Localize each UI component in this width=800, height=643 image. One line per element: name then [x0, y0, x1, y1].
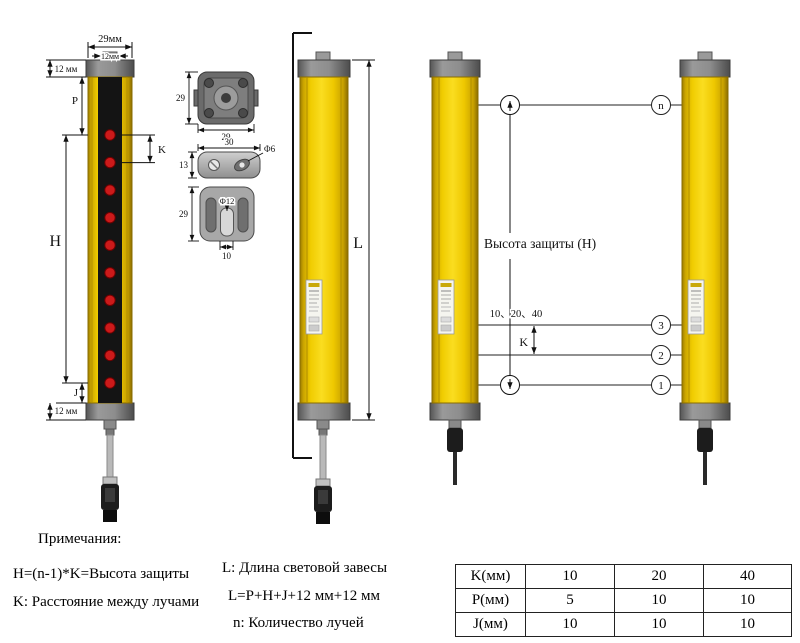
bracket3-height-label: 29 — [179, 209, 189, 219]
dim-12mm-cap-bottom-label: 12 мм — [55, 406, 78, 416]
cable-connector — [447, 419, 463, 485]
notes-title: Примечания: — [38, 531, 122, 547]
table-cell: 10 — [703, 588, 792, 613]
bracket-top-view — [193, 71, 259, 125]
dim-p-label: P — [72, 95, 78, 107]
beam-badge-3: 3 — [658, 320, 664, 332]
table-cell: 40 — [703, 564, 792, 589]
table-cell: 10 — [614, 588, 704, 613]
note-l-formula: L=P+H+J+12 мм+12 мм — [228, 588, 380, 604]
receiver-column — [679, 51, 731, 485]
table-cell: 10 — [614, 612, 704, 637]
beam-spacing-values-label: 10、20、40 — [490, 309, 543, 320]
cable-connector — [697, 419, 713, 485]
bracket3-hole-label: Φ12 — [220, 196, 235, 206]
dim-29mm-label: 29мм — [98, 34, 122, 45]
table-cell: 5 — [525, 588, 615, 613]
protection-height-dimension — [500, 95, 520, 395]
light-curtain-front-view — [297, 51, 351, 524]
emitter-column — [429, 51, 481, 485]
bracket-clamp-view — [197, 151, 261, 179]
bracket-plate-view — [199, 186, 255, 242]
beam-badge-n: n — [658, 100, 664, 112]
protection-height-label: Высота защиты (H) — [484, 236, 596, 251]
note-n-desc: n: Количество лучей — [233, 615, 364, 631]
dim-l-label: L — [353, 235, 363, 252]
dim-h-label: H — [49, 233, 61, 250]
length-dimension — [352, 59, 375, 421]
mounting-wall-line — [292, 32, 312, 459]
note-h-formula: H=(n-1)*K=Высота защиты — [13, 566, 190, 582]
note-l-desc: L: Длина световой завесы — [222, 560, 388, 576]
left-device-dimensions — [46, 42, 155, 421]
cable-connector — [314, 419, 332, 524]
bracket2-height-label: 13 — [179, 160, 189, 170]
table-cell: P(мм) — [455, 588, 526, 613]
beam-badge-2: 2 — [658, 350, 664, 362]
bracket3-slot-width-label: 10 — [222, 251, 232, 261]
table-cell: 10 — [525, 612, 615, 637]
table-row-p: P(мм) 5 10 10 — [455, 588, 792, 613]
dim-12mm-top-label: 12мм — [101, 52, 119, 61]
table-cell: 10 — [703, 612, 792, 637]
bracket2-hole-label: Φ6 — [264, 144, 276, 154]
table-cell: 20 — [614, 564, 704, 589]
beam-leds — [104, 129, 116, 389]
dim-j-label: J — [74, 388, 78, 399]
table-cell: 10 — [525, 564, 615, 589]
bracket3-dimensions — [188, 186, 234, 250]
note-k-desc: K: Расстояние между лучами — [13, 594, 200, 610]
table-row-j: J(мм) 10 10 10 — [455, 612, 792, 637]
beam-number-badges: n 3 2 1 — [651, 95, 671, 395]
table-cell: J(мм) — [455, 612, 526, 637]
table-row-k: K(мм) 10 20 40 — [455, 564, 792, 589]
spec-table: K(мм) 10 20 40 P(мм) 5 10 10 J(мм) 10 10… — [455, 564, 792, 637]
bracket1-height-label: 29 — [176, 93, 186, 103]
bracket2-width-label: 30 — [225, 137, 235, 147]
light-curtain-beam-view — [85, 51, 135, 522]
bottom-cap — [85, 402, 135, 421]
beam-badge-1: 1 — [658, 380, 664, 392]
top-cap — [85, 59, 135, 78]
dim-k-label: K — [158, 144, 166, 156]
cable-connector — [101, 419, 119, 522]
bracket1-dimensions — [185, 71, 255, 133]
dim-k2-label: K — [519, 335, 528, 349]
dim-12mm-cap-top-label: 12 мм — [55, 64, 78, 74]
bracket2-dimensions — [188, 144, 264, 179]
table-cell: K(мм) — [455, 564, 526, 589]
bracket1-width-label: 29 — [222, 132, 232, 142]
